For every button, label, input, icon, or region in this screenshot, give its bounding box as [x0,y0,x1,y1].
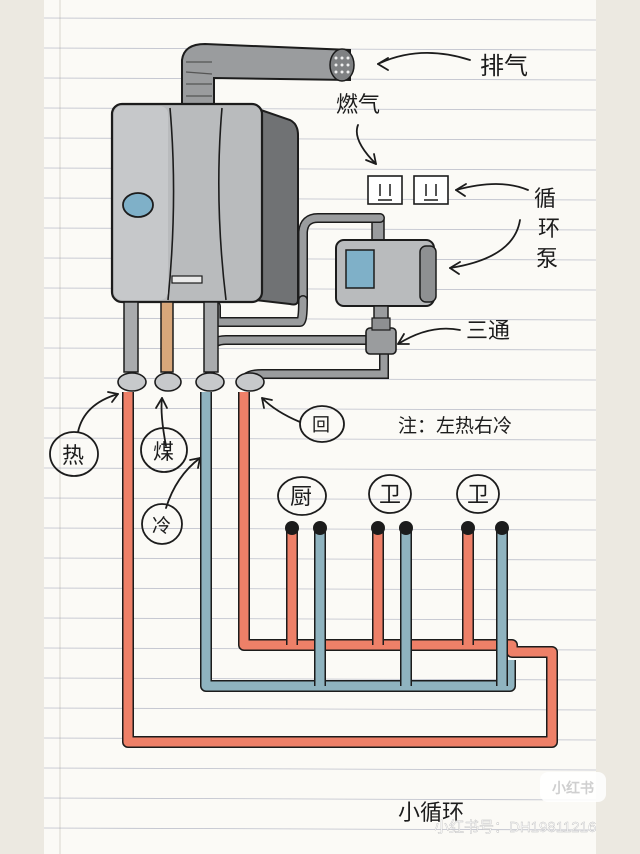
pump-label-1: 循 [534,187,556,212]
ruled-line [43,407,597,411]
pump-arrow-icon [449,219,521,269]
bathroom-1-label: 卫 [379,483,401,508]
kitchen-hot-outlet-icon [285,521,299,535]
ruled-line [43,827,597,831]
gas-pipe-arrow-icon [160,397,167,447]
gas-valve-boxes [367,175,449,205]
hot-label: 热 [62,444,84,469]
caption-label: 小循环 [398,801,464,826]
ruled-line [43,437,597,441]
return-arrow-icon [261,397,301,423]
ruled-line [43,497,597,501]
callout-arrows [77,52,529,509]
hot-water-pipe [122,392,558,748]
ruled-line [43,767,597,771]
exhaust-arrow-icon [377,52,471,65]
kitchen-label: 厨 [290,485,312,510]
return-label: 回 [312,415,330,436]
heater-display-icon [122,192,154,218]
socket-arrow-icon [455,183,529,191]
exhaust-duct [181,42,355,111]
hot-arrow-icon [77,393,119,433]
cold-arrow-icon [165,457,201,509]
cold-water-pipe [200,392,516,692]
gas-pipe-label: 煤 [153,440,174,464]
circulation-pump [335,219,437,327]
tee-fitting [365,317,397,355]
ruled-line [43,707,597,711]
exhaust-label: 排气 [480,52,528,80]
tee-arrow-icon [397,327,461,345]
bathroom-2-label: 卫 [467,483,489,508]
bath1-cold-outlet-icon [399,521,413,535]
ruled-line [43,797,597,801]
watermark: 小红书 小红书号：DH19811216 [434,772,606,836]
ruled-line [43,17,597,21]
heater-vent-icon [171,275,203,284]
pump-display-icon [345,249,375,289]
gas-label: 燃气 [336,93,380,118]
watermark-account: 小红书号：DH19811216 [434,819,596,836]
gas-arrow-icon [355,124,377,165]
water-heater [110,102,299,306]
watermark-badge-bg [540,772,606,802]
cold-label: 冷 [152,515,171,537]
tee-label: 三通 [466,319,510,344]
label-circles [49,405,500,545]
pump-label-2: 环 [538,217,560,242]
pump-label-3: 泵 [536,247,558,272]
heater-outlets [117,301,265,392]
ruled-line [43,467,597,471]
watermark-badge: 小红书 [552,780,594,796]
bath2-hot-outlet-icon [461,521,475,535]
note-label: 注：左热右冷 [398,415,512,437]
fixture-outlets [285,521,509,535]
bath1-hot-outlet-icon [371,521,385,535]
kitchen-cold-outlet-icon [313,521,327,535]
bath2-cold-outlet-icon [495,521,509,535]
